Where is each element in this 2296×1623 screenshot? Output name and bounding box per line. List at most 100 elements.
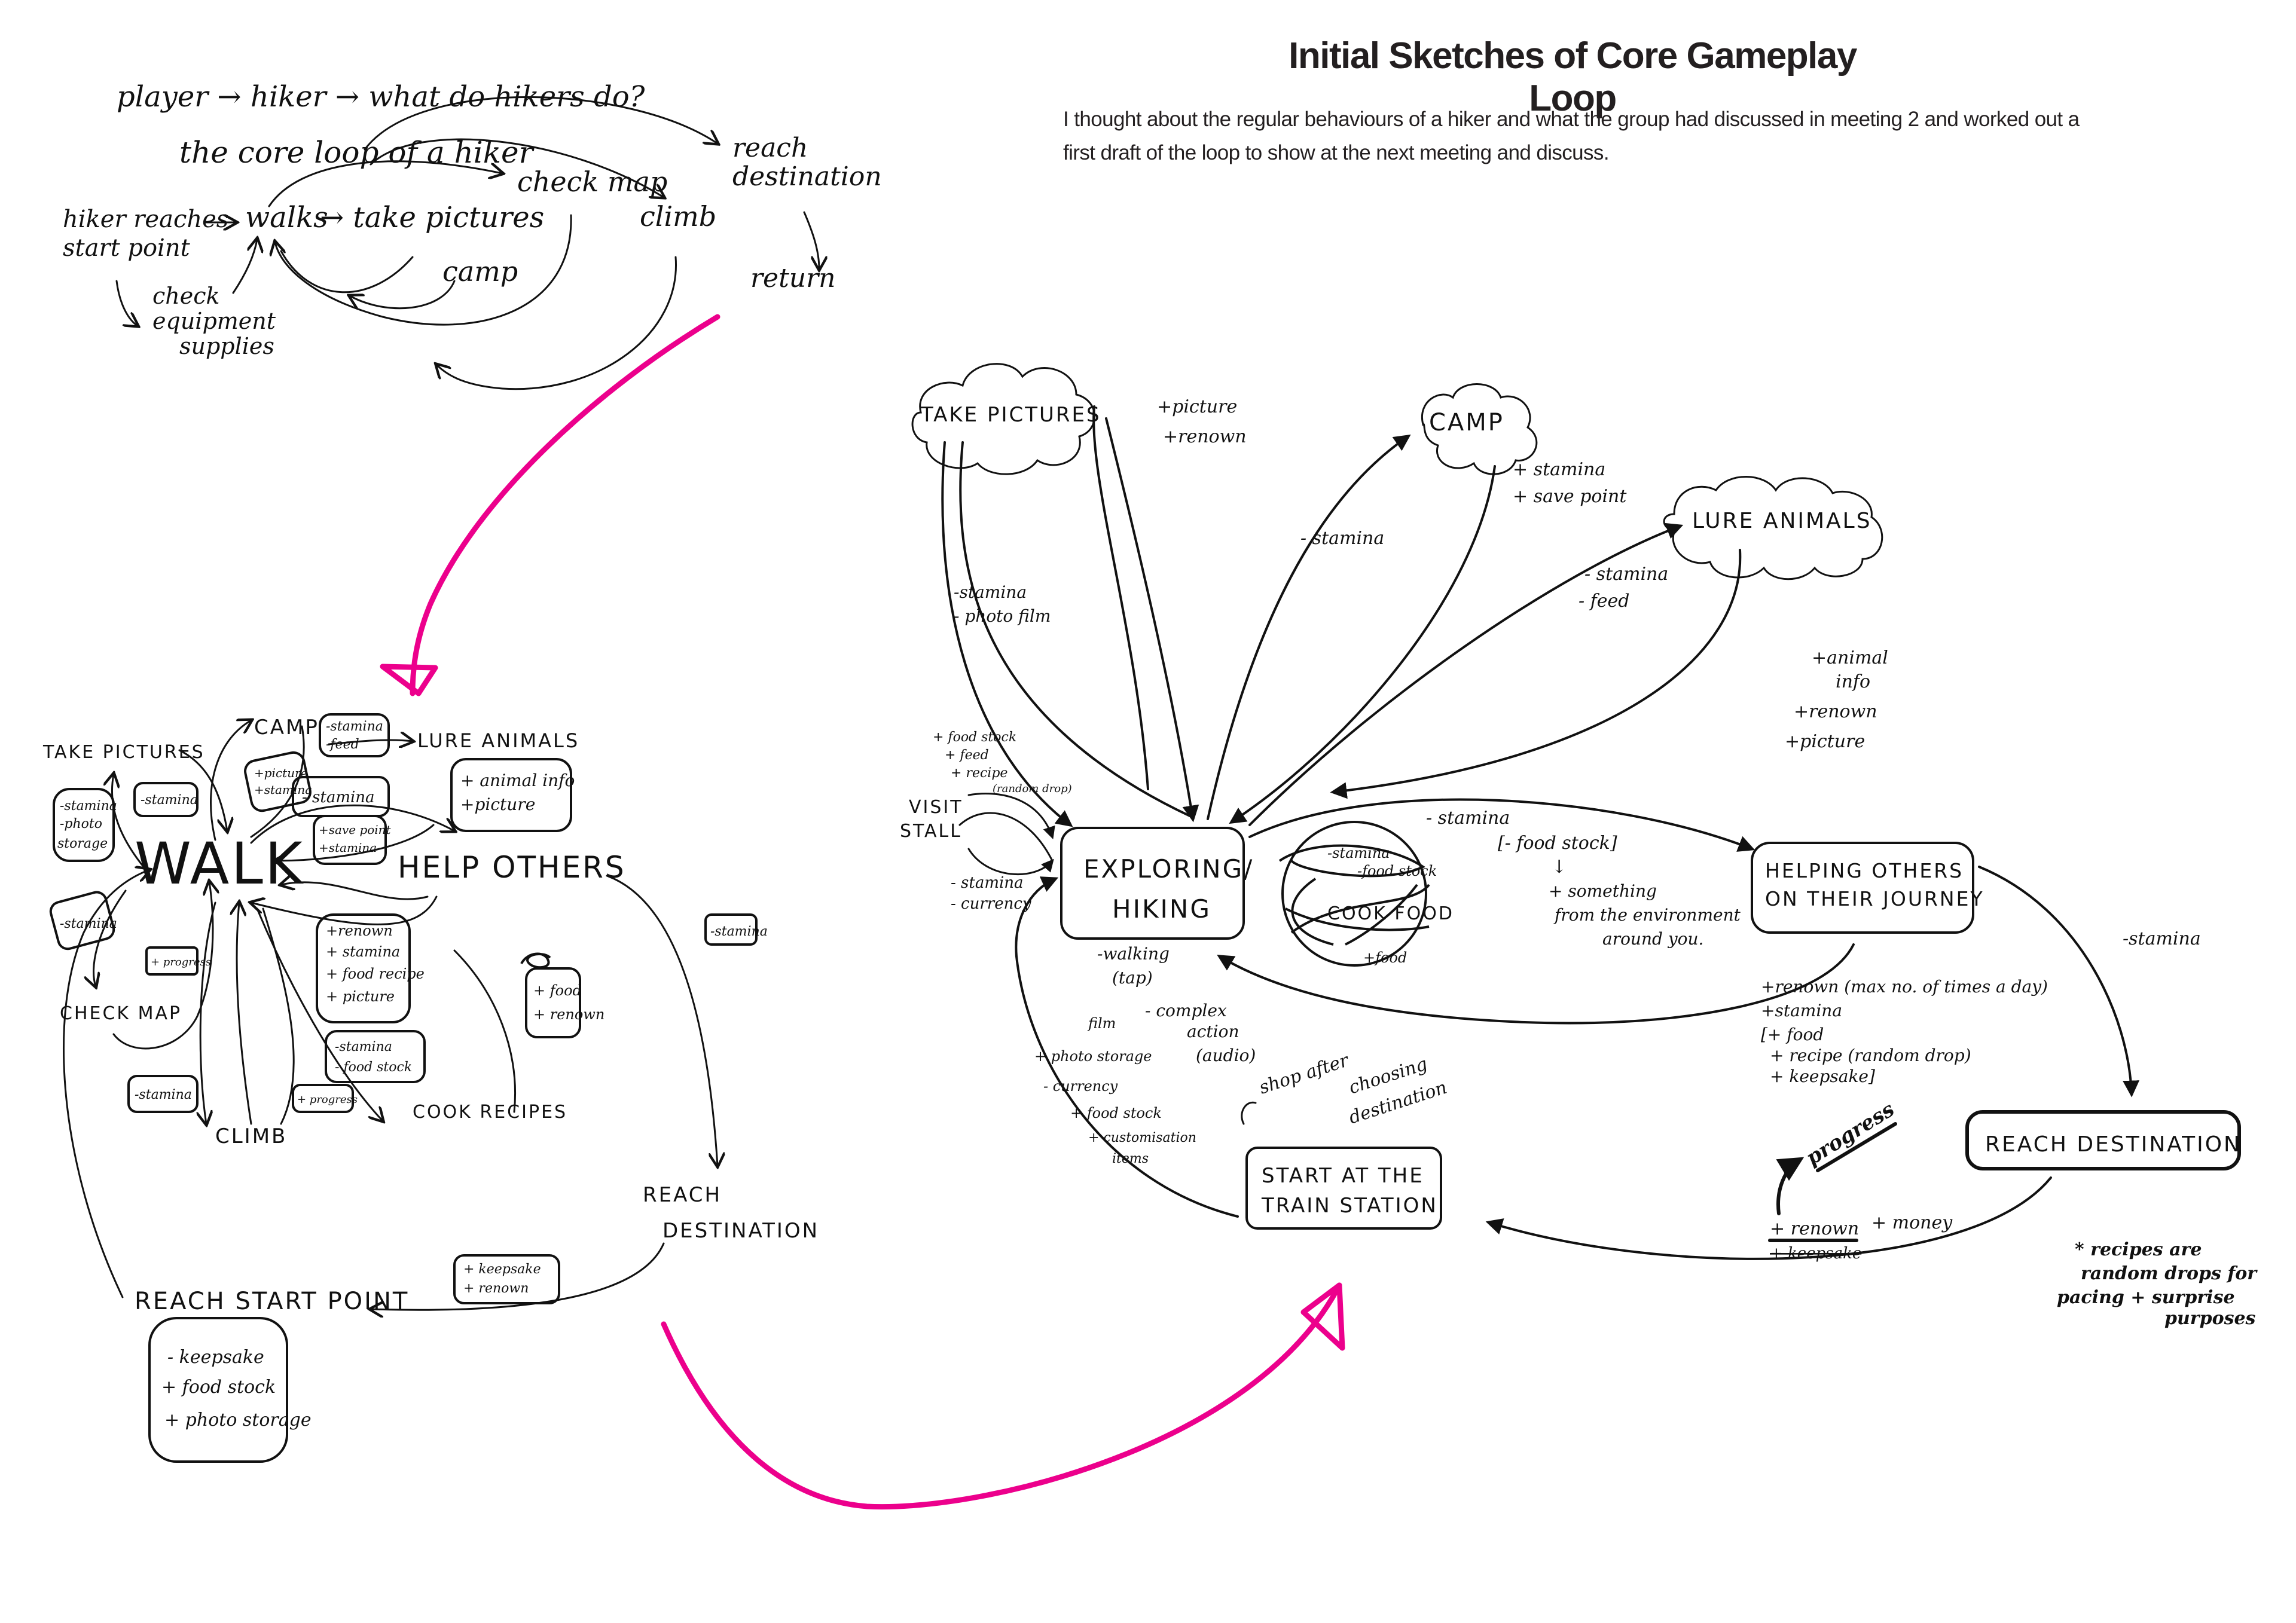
arrow xyxy=(967,793,1055,839)
arrow xyxy=(200,901,216,1124)
svg-text:-stamina: -stamina xyxy=(335,1040,392,1055)
node-lure-animals: LURE ANIMALS xyxy=(417,729,579,752)
svg-text:+ animal info: + animal info xyxy=(460,771,575,790)
note-lure-gain-2: info xyxy=(1836,671,1870,692)
note-help-gain-5: + keepsake] xyxy=(1770,1066,1875,1086)
arrow xyxy=(941,441,1073,827)
sketch-3-refined-loop: TAKE PICTURES CAMP LURE ANIMALS EXPLORIN… xyxy=(900,363,2258,1329)
node-climb: climb xyxy=(640,200,716,233)
note-stall-cost-2: - currency xyxy=(951,895,1031,913)
node-start-station: START AT THE TRAIN STATION xyxy=(1245,1147,1442,1230)
node-reach-1: reach xyxy=(732,133,808,163)
loop-line xyxy=(280,250,414,294)
note-climb-progress: + progress xyxy=(292,1084,358,1113)
arrow xyxy=(250,804,454,844)
svg-text:-food stock: -food stock xyxy=(1357,863,1437,879)
sketch-1-brainstorm: player → hiker → what do hikers do? the … xyxy=(63,80,882,390)
arrow xyxy=(959,441,1191,817)
arrow xyxy=(262,907,295,1125)
arrow xyxy=(251,895,438,925)
arrow xyxy=(803,211,819,269)
svg-text:+ renown: + renown xyxy=(533,1006,604,1023)
arrow xyxy=(1978,866,2140,1098)
note-walking-2: (tap) xyxy=(1112,968,1153,988)
svg-text:+ food recipe: + food recipe xyxy=(326,965,425,982)
note-pictures-gain-1: +picture xyxy=(1157,396,1237,417)
note-camp-cost: -stamina -feed xyxy=(319,713,390,757)
node-helping-others: HELPING OTHERS ON THEIR JOURNEY xyxy=(1751,842,1983,934)
node-walk: WALK xyxy=(135,830,304,897)
arrow xyxy=(1217,943,1855,1025)
arrow xyxy=(1229,465,1496,824)
note-dest-gain-1: + renown xyxy=(1770,1218,1859,1239)
svg-text:+ photo storage: + photo storage xyxy=(164,1410,312,1431)
svg-text:+ keepsake: + keepsake xyxy=(463,1262,541,1277)
note-pictures-gain-2: +renown xyxy=(1163,426,1247,447)
arrow xyxy=(1207,434,1411,820)
note-camp-gain-2: + save point xyxy=(1513,486,1627,507)
note-help-gain-1: +renown (max no. of times a day) xyxy=(1761,977,2048,997)
svg-text:- food stock: - food stock xyxy=(335,1060,412,1075)
arrow xyxy=(436,256,677,390)
arrow xyxy=(232,239,257,294)
arrow xyxy=(256,907,383,1121)
arrow xyxy=(237,903,252,1125)
note-complex-2: action xyxy=(1187,1022,1239,1041)
note-dest-gain: + keepsake + renown xyxy=(453,1254,560,1304)
node-hiker-start-2: start point xyxy=(63,234,191,262)
note-station-items-1: film xyxy=(1087,1015,1116,1032)
svg-text:+ progress: + progress xyxy=(297,1093,358,1106)
note-cook-cost: -stamina - food stock xyxy=(325,1030,426,1083)
transition-arrow-1 xyxy=(380,314,720,696)
arrow xyxy=(350,280,456,310)
svg-text:REACH DESTINATION: REACH DESTINATION xyxy=(1985,1132,2242,1157)
page-title: Initial Sketches of Core Gameplay Loop xyxy=(1289,35,1857,119)
note-stall-cost-1: - stamina xyxy=(951,874,1024,892)
note-camp-gain-1: + stamina xyxy=(1513,459,1605,480)
note-lure-gain: + animal info +picture xyxy=(450,758,575,832)
arrow xyxy=(1105,417,1199,823)
node-reach-dest-1: REACH xyxy=(643,1183,722,1207)
note-climb-cost: -stamina xyxy=(127,1075,199,1113)
note-food-alt-1: + something xyxy=(1549,881,1657,901)
note-help-gain-2: +stamina xyxy=(1761,1001,1842,1020)
svg-text:COOK FOOD: COOK FOOD xyxy=(1327,903,1454,924)
svg-text:HIKING: HIKING xyxy=(1112,894,1211,924)
svg-text:storage: storage xyxy=(57,836,108,851)
node-reach-destination: REACH DESTINATION xyxy=(1965,1110,2242,1170)
arrow xyxy=(371,1242,665,1310)
underline xyxy=(1816,1122,1897,1172)
scribbled-cook-food: -stamina -food stock COOK FOOD +food xyxy=(1278,821,1454,967)
arrow xyxy=(364,96,718,151)
node-check-map: check map xyxy=(517,166,667,198)
node-visit-stall: VISIT STALL xyxy=(900,797,961,842)
arrow xyxy=(370,138,664,197)
note-help-gain-3: [+ food xyxy=(1761,1025,1824,1044)
note-walk-to-pictures: -stamina xyxy=(133,782,199,817)
svg-text:+picture: +picture xyxy=(460,794,535,814)
note-map-progress: + progress xyxy=(145,946,211,976)
node-take-pictures: TAKE PICTURES xyxy=(42,742,205,763)
arrow xyxy=(958,812,1054,862)
node-exploring-hiking: EXPLORING/ HIKING xyxy=(1060,827,1252,940)
arrow xyxy=(275,214,572,326)
arrow xyxy=(112,882,213,1050)
arrow xyxy=(1485,1176,2052,1260)
note-walking-1: -walking xyxy=(1097,944,1170,964)
note-station-items-3: - currency xyxy=(1043,1078,1118,1095)
svg-text:TRAIN STATION: TRAIN STATION xyxy=(1261,1194,1438,1218)
note-station-items-5: + customisation xyxy=(1088,1130,1196,1145)
note-footnote-2: random drops for xyxy=(2081,1263,2258,1284)
node-help-others: HELP OTHERS xyxy=(398,850,626,885)
svg-text:-stamina: -stamina xyxy=(1327,845,1390,861)
note-cook-gain: + food + renown xyxy=(520,952,604,1038)
arrow xyxy=(115,280,138,326)
node-check-equipment-1: check xyxy=(152,283,220,309)
sketch1-heading: player → hiker → what do hikers do? xyxy=(117,80,645,114)
arrow xyxy=(250,725,305,838)
arrow xyxy=(328,740,413,744)
node-return: return xyxy=(750,263,835,294)
node-camp: CAMP xyxy=(254,716,319,739)
page-description: I thought about the regular behaviours o… xyxy=(1063,108,2080,164)
